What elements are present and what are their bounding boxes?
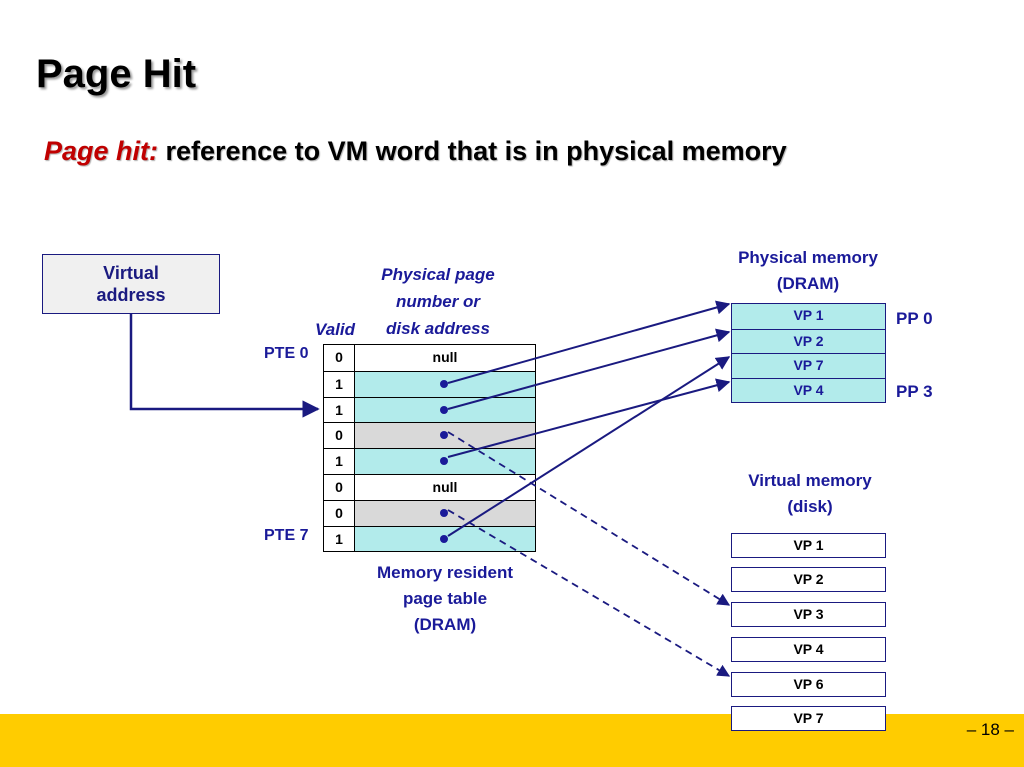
disk-page: VP 4 — [731, 637, 886, 662]
page-table-row: 1 — [324, 396, 535, 423]
physical-page: VP 4 — [732, 377, 885, 402]
valid-bit: 0 — [324, 423, 355, 449]
slide-title: Page Hit — [36, 52, 197, 96]
disk-page: VP 7 — [731, 706, 886, 731]
address-cell: null — [355, 474, 535, 500]
disk-page: VP 2 — [731, 567, 886, 592]
valid-bit: 1 — [324, 449, 355, 474]
valid-bit: 0 — [324, 500, 355, 526]
page-table-row: 1 — [324, 525, 535, 552]
physical-page: VP 2 — [732, 328, 885, 353]
pointer-arrow-pp1 — [447, 328, 731, 410]
virtual-memory-title: Virtual memory (disk) — [718, 468, 902, 520]
valid-header: Valid — [315, 320, 355, 339]
disk-arrow-vp3 — [447, 431, 731, 606]
page-table-caption-line3: (DRAM) — [413, 615, 477, 634]
valid-bit: 1 — [324, 526, 355, 552]
valid-bit: 1 — [324, 371, 355, 397]
pp-first-label: PP 0 — [896, 309, 933, 328]
pointer-dot — [440, 431, 448, 440]
address-header-line1: Physical page — [381, 265, 495, 284]
pte-last-label: PTE 7 — [264, 527, 309, 544]
pointer-arrow-pp0 — [447, 300, 731, 384]
disk-page: VP 1 — [731, 533, 886, 558]
pointer-dot — [440, 405, 448, 414]
virtual-memory-title-line2: (disk) — [787, 497, 833, 516]
physical-memory-title: Physical memory (DRAM) — [718, 245, 898, 297]
physical-memory-title-line2: (DRAM) — [776, 274, 840, 293]
virtual-memory-title-line1: Virtual memory — [748, 471, 872, 490]
page-number: – 18 – — [966, 720, 1014, 739]
address-cell — [355, 423, 535, 449]
virtual-address-arrow — [129, 314, 320, 418]
page-table-row: 0 — [324, 499, 535, 526]
address-header-line2: number or — [395, 292, 481, 311]
disk-page: VP 6 — [731, 672, 886, 697]
page-table-caption-line1: Memory resident — [376, 563, 514, 582]
address-cell — [355, 449, 535, 474]
pte-first-label: PTE 0 — [264, 345, 309, 362]
subtitle-text: reference to VM word that is in physical… — [158, 136, 787, 166]
slide-subtitle: Page hit: reference to VM word that is i… — [44, 136, 787, 167]
physical-page: VP 1 — [732, 304, 885, 329]
virtual-address-box: Virtual address — [42, 254, 220, 314]
subtitle-term: Page hit: — [44, 136, 159, 166]
valid-bit: 0 — [324, 474, 355, 500]
address-header-line3: disk address — [386, 319, 490, 338]
pointer-dot — [440, 534, 448, 543]
valid-bit: 1 — [324, 397, 355, 423]
valid-bit: 0 — [324, 345, 355, 371]
disk-page: VP 3 — [731, 602, 886, 627]
pp-last-label: PP 3 — [896, 382, 933, 401]
page-table-row: 0 — [324, 422, 535, 449]
address-cell — [355, 526, 535, 552]
physical-memory-title-line1: Physical memory — [738, 248, 878, 267]
disk-arrow-vp6 — [447, 509, 731, 677]
pointer-dot — [440, 457, 448, 466]
pointer-dot — [440, 379, 448, 388]
pointer-arrow-pp2 — [447, 356, 731, 537]
page-table-caption-line2: page table — [402, 589, 488, 608]
address-cell — [355, 500, 535, 526]
physical-memory: VP 1 VP 2 VP 7 VP 4 — [731, 303, 886, 403]
pointer-dot — [440, 508, 448, 517]
page-table-caption: Memory resident page table (DRAM) — [355, 560, 535, 638]
address-header: Physical page number or disk address — [358, 261, 518, 342]
page-table-row: 1 — [324, 448, 535, 474]
pointer-arrow-pp3 — [447, 378, 731, 458]
physical-page: VP 7 — [732, 353, 885, 378]
virtual-address-line2: address — [96, 285, 166, 305]
address-cell — [355, 397, 535, 423]
virtual-address-line1: Virtual — [103, 263, 159, 283]
